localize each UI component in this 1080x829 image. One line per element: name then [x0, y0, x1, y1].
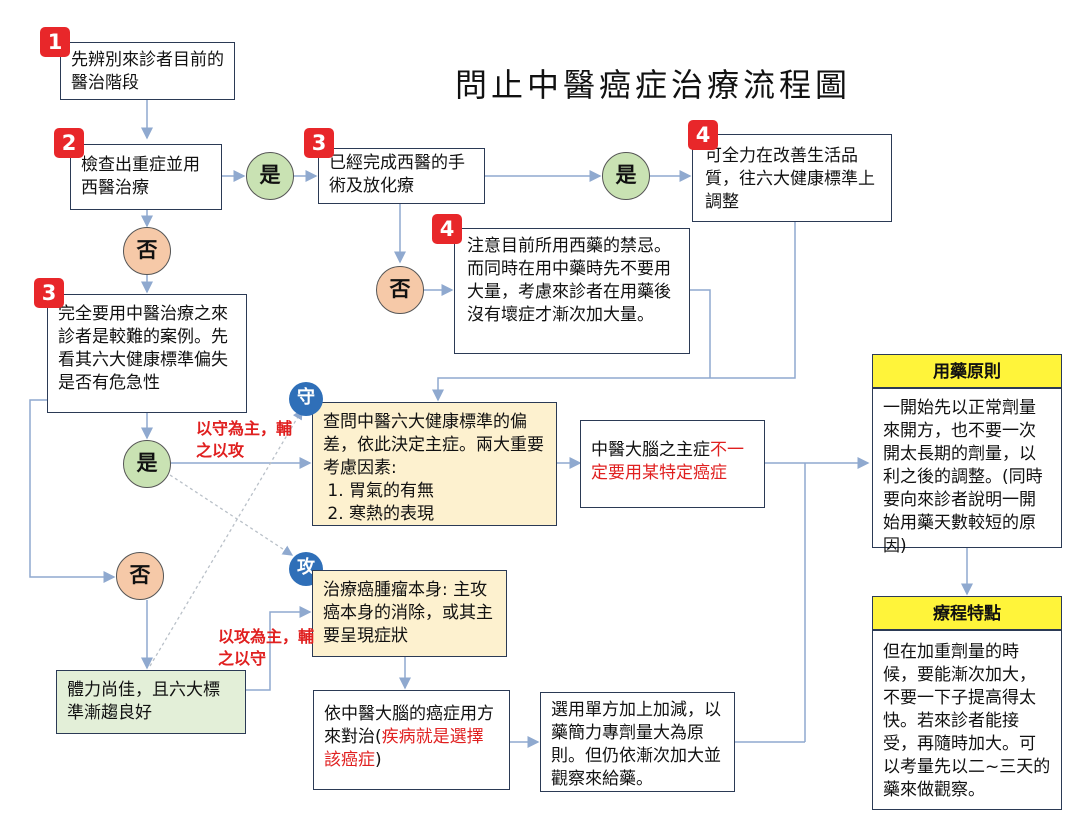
badge-4-caution: 4 [432, 214, 462, 244]
brain-cancer-post: ) [375, 750, 382, 770]
attack-box-text: 治療癌腫瘤本身: 主攻癌本身的消除，或其主要呈現症狀 [323, 580, 493, 646]
brain-cancer-red: 疾病就是選擇該癌症 [324, 727, 484, 770]
med-principle-text: 一開始先以正常劑量來開方，也不要一次開太長期的劑量，以利之後的調整。(同時要向來… [883, 398, 1043, 556]
attack-note: 以攻為主，輔之以守 [218, 627, 315, 668]
guard-factor-1: 胃氣的有無 [349, 480, 546, 503]
step2-text: 檢查出重症並用西醫治療 [81, 155, 200, 198]
guard-circle: 守 [289, 382, 323, 416]
brain-main-text: 中醫大腦之主症 [591, 440, 710, 460]
single-formula-text: 選用單方加上加減，以藥簡力專劑量大為原則。但仍依漸次加大並觀察來給藥。 [551, 700, 721, 789]
course-header: 療程特點 [872, 596, 1062, 630]
brain-main-box: 中醫大腦之主症不一定要用某特定癌症 [580, 420, 765, 508]
med-principle-header: 用藥原則 [872, 354, 1062, 388]
guard-factor-2: 寒熱的表現 [349, 503, 546, 526]
guard-factors-list: 胃氣的有無 寒熱的表現 [323, 480, 546, 526]
med-principle-box: 一開始先以正常劑量來開方，也不要一次開太長期的劑量，以利之後的調整。(同時要向來… [872, 388, 1062, 556]
course-box: 但在加重劑量的時候，要能漸次加大，不要一下子提高得太快。若來診者能接受，再隨時加… [872, 630, 1062, 810]
yes-circle-1: 是 [246, 152, 294, 200]
step1-box: 先辨別來診者目前的醫治階段 [60, 42, 235, 100]
step4-caution-text: 注意目前所用西藥的禁忌。而同時在用中藥時先不要用大量，考慮來診者在用藥後沒有壞症… [467, 236, 671, 325]
step3-tcm-text: 完全要用中醫治療之來診者是較難的案例。先看其六大健康標準偏失是否有危急性 [58, 304, 228, 393]
brain-cancer-pre: 依中醫大腦的癌症用方來對治( [324, 704, 494, 747]
step3-tcm-box: 完全要用中醫治療之來診者是較難的案例。先看其六大健康標準偏失是否有危急性 [47, 294, 247, 413]
course-text: 但在加重劑量的時候，要能漸次加大，不要一下子提高得太快。若來診者能接受，再隨時加… [883, 642, 1051, 800]
badge-2: 2 [54, 128, 84, 158]
guard-note: 以守為主，輔之以攻 [196, 419, 293, 460]
guard-box: 查問中醫六大健康標準的偏差，依此決定主症。兩大重要考慮因素: 胃氣的有無 寒熱的… [312, 402, 557, 526]
step3-western-text: 已經完成西醫的手術及放化療 [329, 153, 465, 196]
step4-caution-box: 注意目前所用西藥的禁忌。而同時在用中藥時先不要用大量，考慮來診者在用藥後沒有壞症… [454, 228, 690, 354]
step3-western-box: 已經完成西醫的手術及放化療 [318, 148, 485, 204]
strength-box: 體力尚佳，且六大標準漸趨良好 [56, 670, 246, 734]
no-circle-1: 否 [123, 227, 171, 275]
brain-cancer-box: 依中醫大腦的癌症用方來對治(疾病就是選擇該癌症) [313, 690, 510, 790]
brain-main-red: 不一定要用某特定癌症 [591, 440, 744, 483]
attack-box: 治療癌腫瘤本身: 主攻癌本身的消除，或其主要呈現症狀 [312, 570, 507, 657]
step4-quality-box: 可全力在改善生活品質，往六大健康標準上調整 [692, 134, 892, 222]
yes-circle-3: 是 [123, 440, 171, 488]
strength-text: 體力尚佳，且六大標準漸趨良好 [67, 680, 220, 723]
badge-3-tcm: 3 [34, 278, 64, 308]
no-circle-3: 否 [116, 552, 164, 600]
step1-text: 先辨別來診者目前的醫治階段 [71, 50, 224, 93]
step4-quality-text: 可全力在改善生活品質，往六大健康標準上調整 [705, 146, 875, 212]
no-circle-2: 否 [376, 266, 424, 314]
yes-circle-2: 是 [602, 152, 650, 200]
badge-3-western: 3 [304, 128, 334, 158]
page-title: 問止中醫癌症治療流程圖 [455, 66, 852, 104]
badge-4-quality: 4 [688, 120, 718, 150]
step2-box: 檢查出重症並用西醫治療 [70, 144, 222, 210]
badge-1: 1 [40, 27, 70, 57]
guard-box-text: 查問中醫六大健康標準的偏差，依此決定主症。兩大重要考慮因素: [323, 412, 544, 478]
single-formula-box: 選用單方加上加減，以藥簡力專劑量大為原則。但仍依漸次加大並觀察來給藥。 [540, 692, 735, 792]
